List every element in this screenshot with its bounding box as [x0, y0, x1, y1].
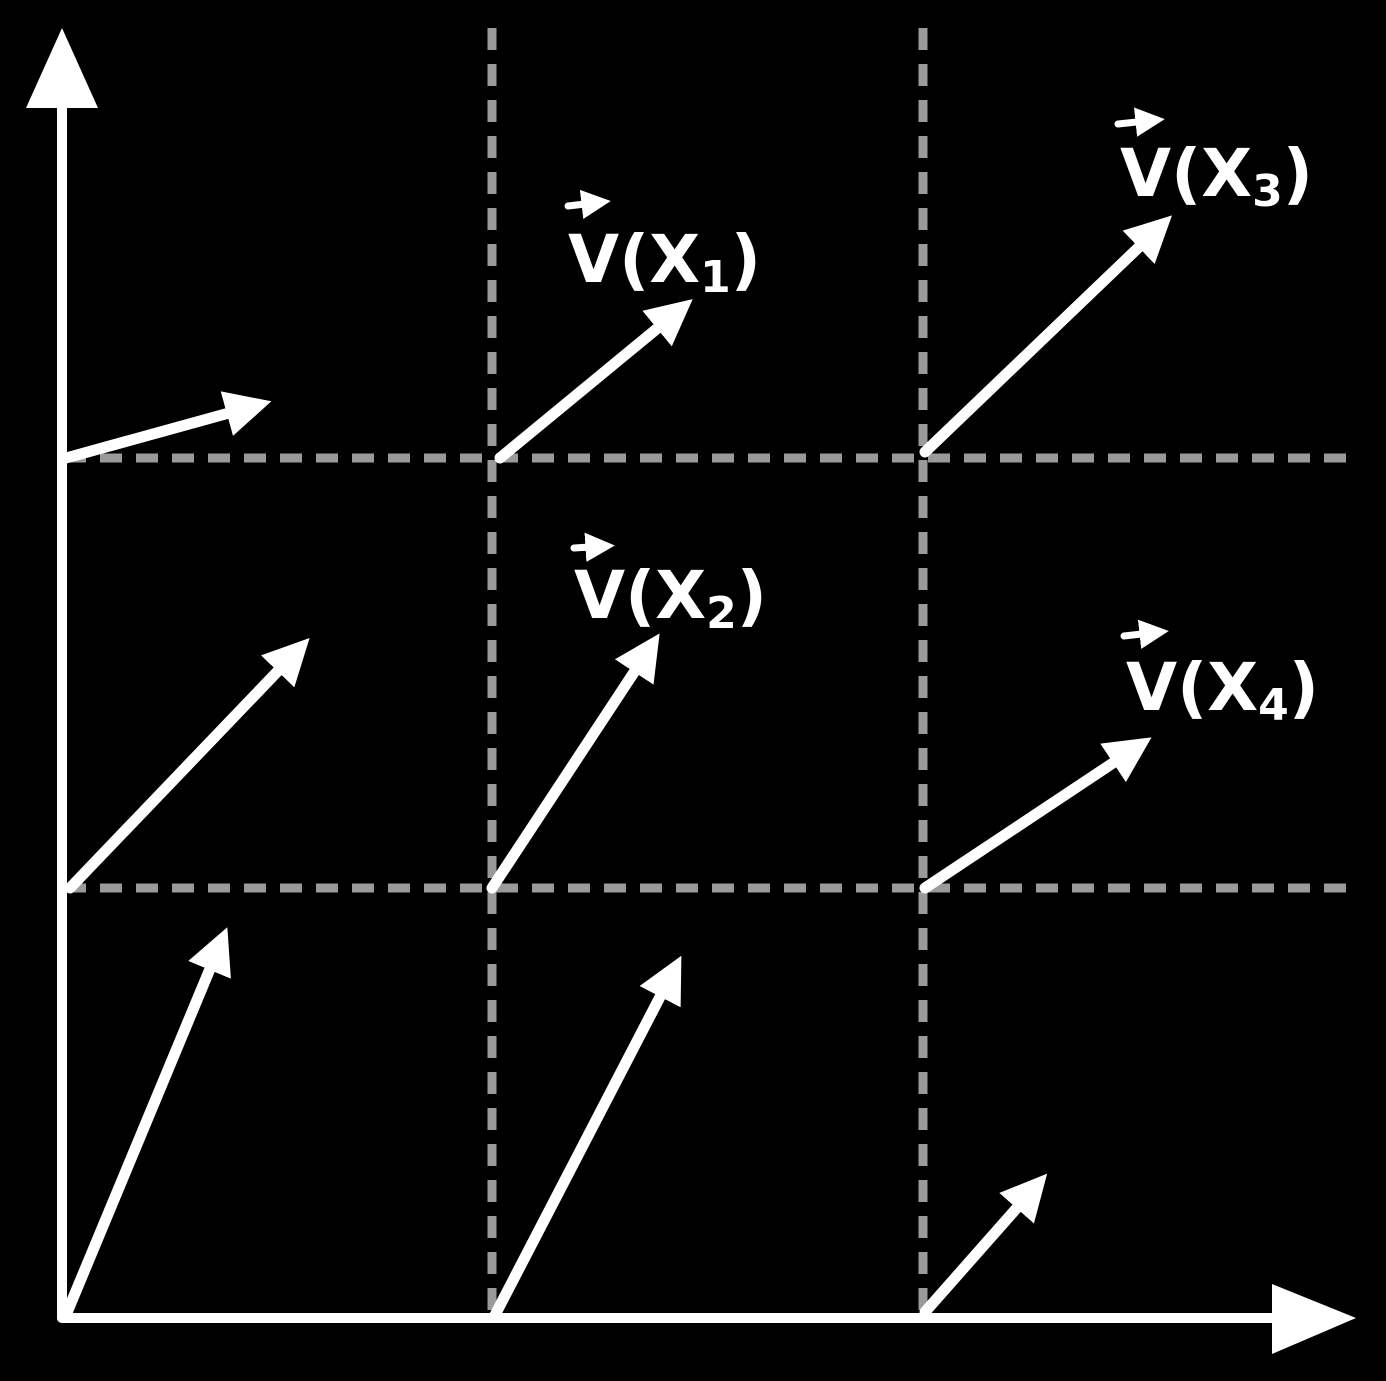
vector-arrow-x4 — [919, 737, 1152, 894]
vector-arrow — [60, 391, 272, 464]
vector-arrow-x3 — [919, 215, 1173, 458]
x-axis-arrowhead — [1272, 1284, 1356, 1354]
label-subscript: 1 — [700, 252, 731, 303]
label-close: ) — [737, 557, 767, 634]
label-subscript: 3 — [1252, 166, 1283, 217]
label-v-x3: V(X3) — [1114, 107, 1313, 217]
label-base: V(X — [1120, 135, 1252, 212]
vector-arrow — [919, 1173, 1048, 1318]
label-close: ) — [1289, 649, 1319, 726]
vectors — [60, 215, 1173, 1321]
vector-overline-icon — [1120, 619, 1169, 649]
vector-arrow — [60, 927, 231, 1321]
label-v-x2: V(X2) — [570, 532, 767, 639]
label-v-x4: V(X4) — [1120, 619, 1319, 731]
svg-text:V(X1): V(X1) — [568, 221, 761, 303]
y-axis-arrowhead — [26, 28, 98, 108]
label-subscript: 4 — [1258, 680, 1289, 731]
label-base: V(X — [568, 221, 700, 298]
vector-overline-icon — [1114, 107, 1165, 137]
vector-overline-icon — [564, 189, 611, 220]
svg-text:V(X4): V(X4) — [1126, 649, 1319, 731]
svg-text:V(X3): V(X3) — [1120, 135, 1313, 217]
label-base: V(X — [574, 557, 706, 634]
label-subscript: 2 — [706, 588, 737, 639]
svg-text:V(X2): V(X2) — [574, 557, 767, 639]
vector-overline-icon — [570, 532, 615, 562]
vector-arrow-x2 — [486, 633, 660, 894]
vector-arrow — [489, 955, 682, 1321]
label-close: ) — [1283, 135, 1313, 212]
label-base: V(X — [1126, 649, 1258, 726]
label-v-x1: V(X1) — [564, 189, 761, 303]
vector-arrow — [64, 637, 310, 894]
axes — [26, 28, 1356, 1354]
label-close: ) — [731, 221, 761, 298]
vector-arrow-x1 — [494, 299, 693, 464]
